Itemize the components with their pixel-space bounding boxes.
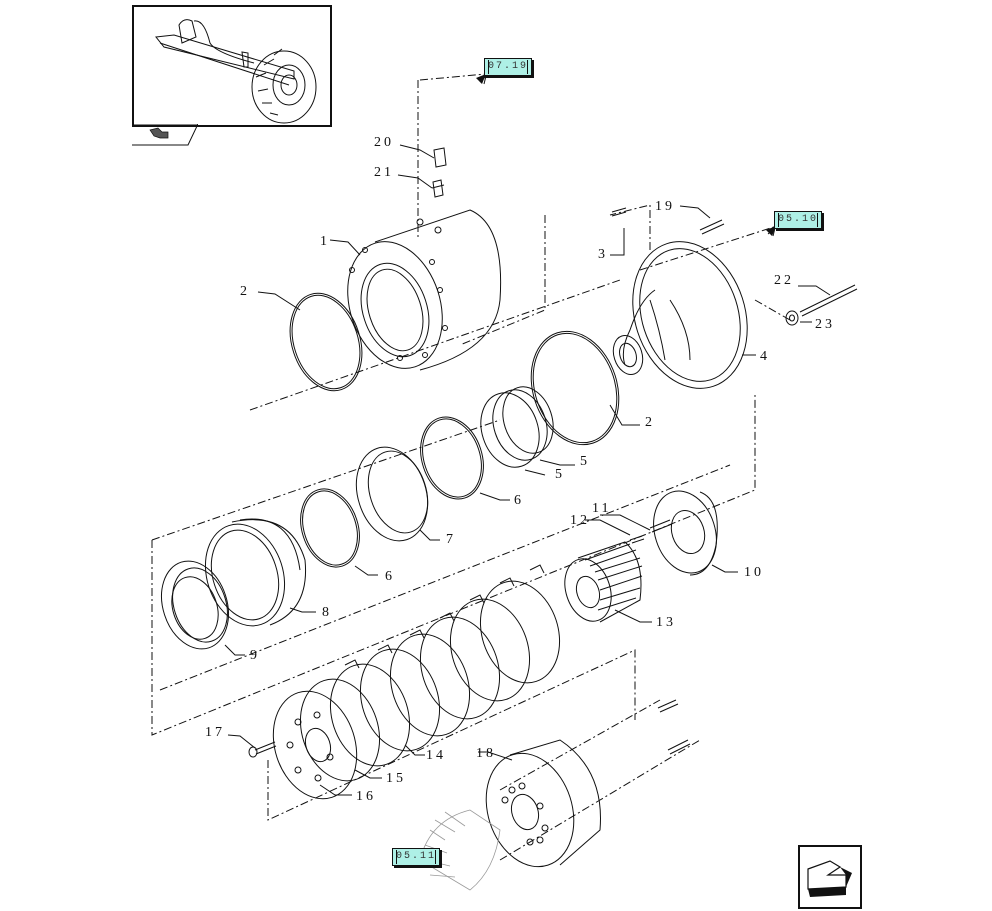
part-o-ring <box>530 330 620 446</box>
part-gear-hub <box>564 541 643 623</box>
part-hub-flange <box>612 241 748 389</box>
part-label: 4 <box>760 349 770 364</box>
part-label: 5 <box>580 454 590 469</box>
part-snap-ring <box>300 488 360 568</box>
part-label: 1 <box>320 234 330 249</box>
part-screw <box>699 219 725 235</box>
part-label: 17 <box>205 725 225 740</box>
part-housing <box>347 209 502 371</box>
part-label: 13 <box>656 615 676 630</box>
part-label: 6 <box>514 493 524 508</box>
part-spring <box>629 519 673 544</box>
part-label: 8 <box>322 605 332 620</box>
part-label: 9 <box>250 648 260 663</box>
part-label: 7 <box>446 532 456 547</box>
part-disc-stack <box>299 564 561 782</box>
part-label: 6 <box>385 569 395 584</box>
part-label: 5 <box>555 467 565 482</box>
part-screw <box>667 739 691 755</box>
part-label: 16 <box>356 789 376 804</box>
part-label: 12 <box>570 513 590 528</box>
part-cap <box>433 147 447 168</box>
part-bolt <box>799 284 858 317</box>
part-seal-ring <box>480 392 540 468</box>
part-o-ring <box>289 292 363 392</box>
part-label: 2 <box>645 415 655 430</box>
part-pin <box>611 207 627 217</box>
part-grease-fitting <box>431 179 445 198</box>
previous-assembly-icon <box>149 127 169 139</box>
thumbnail-tab <box>132 124 198 146</box>
part-label: 15 <box>386 771 406 786</box>
tractor-axle-wheel-icon <box>155 19 317 124</box>
part-label: 3 <box>598 247 608 262</box>
axis-line <box>249 279 621 411</box>
part-plate <box>653 490 717 574</box>
part-label: 11 <box>592 501 611 516</box>
part-seal-ring <box>420 416 484 500</box>
part-label: 2 <box>240 284 250 299</box>
part-label: 10 <box>744 565 764 580</box>
part-label: 20 <box>374 135 394 150</box>
reference-link-07-19[interactable]: 07.19 <box>484 58 532 76</box>
part-washer <box>785 310 799 326</box>
part-pin <box>657 699 679 713</box>
reference-link-05-11[interactable]: 05.11 <box>392 848 440 866</box>
part-label: 22 <box>774 273 794 288</box>
part-seal <box>161 560 229 650</box>
part-label: 14 <box>426 748 446 763</box>
assembly-thumbnail[interactable] <box>132 5 332 127</box>
part-label: 18 <box>476 746 496 761</box>
part-screw <box>254 741 277 755</box>
back-navigation-button[interactable] <box>798 845 862 909</box>
reference-link-05-10[interactable]: 05.10 <box>774 211 822 229</box>
part-label: 23 <box>815 317 835 332</box>
part-end-plate <box>272 690 358 800</box>
back-arrow-icon <box>807 860 852 897</box>
part-label: 21 <box>374 165 394 180</box>
part-label: 19 <box>655 199 675 214</box>
part-piston <box>204 518 307 627</box>
